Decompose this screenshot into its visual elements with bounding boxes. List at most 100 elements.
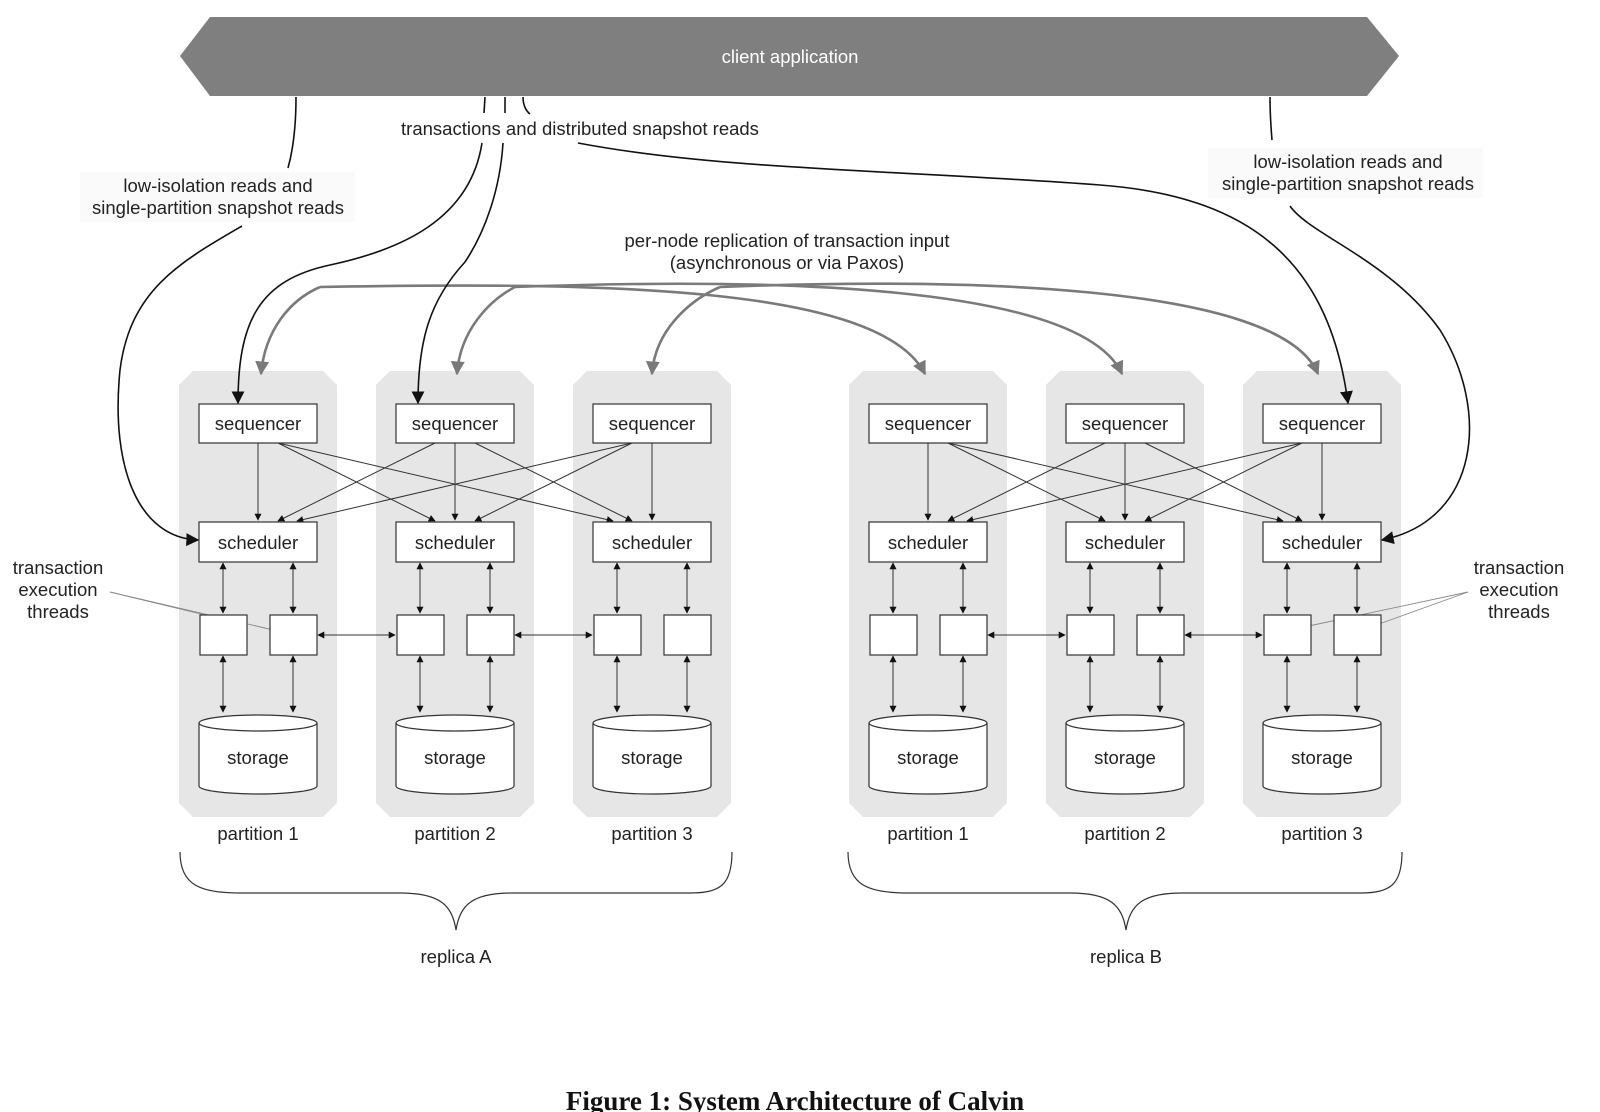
low-isolation-label-left-line1: low-isolation reads and [123, 175, 312, 196]
thread-box-left-b3 [1263, 614, 1312, 656]
thread-box-left-b2 [1066, 614, 1115, 656]
scheduler-label-b2: scheduler [1085, 532, 1165, 553]
replica-a-label: replica A [421, 946, 493, 967]
threads-label-left-line1: transaction [13, 557, 104, 578]
scheduler-label-b1: scheduler [888, 532, 968, 553]
client-stub-right [1269, 96, 1273, 141]
sequencer-label-a2: sequencer [412, 413, 498, 434]
scheduler-label-b3: scheduler [1282, 532, 1362, 553]
partition-label-b2: partition 2 [1084, 823, 1165, 844]
thread-box-left-b1 [869, 614, 918, 656]
partition-label-a2: partition 2 [414, 823, 495, 844]
storage-cylinder-top-a1 [198, 714, 318, 732]
thread-box-right-b1 [939, 614, 988, 656]
thread-box-left-a3 [593, 614, 642, 656]
storage-label-b3: storage [1291, 747, 1353, 768]
threads-pointer-left-b [109, 591, 283, 633]
partition-panel-b2 [1046, 371, 1204, 817]
client-stub-left [287, 96, 297, 169]
seq-cross-arrow-0-2-0 [296, 442, 633, 523]
replication-arrow-a2-b2 [514, 282, 1124, 376]
sequencer-label-b1: sequencer [885, 413, 971, 434]
thread-box-left-a1 [199, 614, 248, 656]
client-application-label: client application [722, 46, 859, 67]
partition-labels: partition 1 partition 2 partition 3 partiti… [217, 823, 1362, 844]
storage-cylinder-top-b2 [1065, 714, 1185, 732]
figure-caption: Figure 1: System Architecture of Calvin [566, 1086, 1024, 1112]
storage-cylinder-b3 [1262, 723, 1382, 795]
scheduler-box-a2 [395, 521, 515, 563]
sequencer-box-a3 [592, 403, 712, 444]
txn-arrow-to-sequencer-a1 [231, 142, 483, 405]
txn-arrow-to-sequencer-a2 [411, 142, 504, 405]
seq-cross-arrow-0-0-2 [277, 442, 614, 523]
storage-cylinder-top-b1 [868, 714, 988, 732]
replica-b-brace [847, 851, 1403, 931]
transactions-label: transactions and distributed snapshot re… [401, 118, 759, 139]
sequencer-box-b3 [1262, 403, 1382, 444]
scheduler-box-b3 [1262, 521, 1382, 563]
seq-cross-arrow-0-1-0 [277, 442, 436, 522]
seq-cross-arrow-1-2-1 [1144, 442, 1303, 522]
low-isolation-label-right-line2: single-partition snapshot reads [1222, 173, 1474, 194]
sequencer-label-b3: sequencer [1279, 413, 1365, 434]
storage-label-b1: storage [897, 747, 959, 768]
storage-cylinder-a1 [198, 723, 318, 795]
sequencer-box-a1 [198, 403, 318, 444]
sequencer-label-b2: sequencer [1082, 413, 1168, 434]
scheduler-label-a1: scheduler [218, 532, 298, 553]
threads-label-left-line2: execution [18, 579, 97, 600]
seq-cross-arrow-1-1-0 [947, 442, 1106, 522]
low-isolation-label-right-line1: low-isolation reads and [1253, 151, 1442, 172]
sequencer-box-a2 [395, 403, 515, 444]
replication-arrow-to-a2 [450, 285, 516, 376]
partition-panel-a2 [376, 371, 534, 817]
low-isolation-label-bg-right [1208, 148, 1483, 198]
low-iso-arrow-to-scheduler-a1 [117, 225, 243, 547]
replica-a-brace [179, 851, 733, 931]
sequencer-box-b2 [1065, 403, 1185, 444]
storage-label-a3: storage [621, 747, 683, 768]
sequencer-box-b1 [868, 403, 988, 444]
low-isolation-label-left-line2: single-partition snapshot reads [92, 197, 344, 218]
client-application-bar [180, 17, 1399, 96]
seq-cross-arrow-1-0-2 [947, 442, 1284, 523]
replication-arrow-a3-b3 [719, 282, 1320, 376]
client-stub-1 [483, 96, 486, 114]
storage-cylinder-top-b3 [1262, 714, 1382, 732]
threads-pointer-right-a [1289, 591, 1469, 631]
scheduler-label-a2: scheduler [415, 532, 495, 553]
storage-cylinder-top-a3 [592, 714, 712, 732]
scheduler-label-a3: scheduler [612, 532, 692, 553]
storage-label-a2: storage [424, 747, 486, 768]
low-isolation-label-bg-left [80, 172, 355, 222]
partition-nodes: sequencer scheduler storage sequencer schedu… [198, 403, 1382, 795]
sequencer-label-a1: sequencer [215, 413, 301, 434]
partition-panel-a3 [573, 371, 731, 817]
partition-panel-a1 [179, 371, 337, 817]
thread-box-right-b2 [1136, 614, 1185, 656]
storage-cylinder-a2 [395, 723, 515, 795]
partition-panel-b3 [1243, 371, 1401, 817]
threads-pointer-right-b [1367, 591, 1469, 629]
storage-label-a1: storage [227, 747, 289, 768]
replication-label-line2: (asynchronous or via Paxos) [670, 252, 904, 273]
scheduler-box-b1 [868, 521, 988, 563]
partition-label-a3: partition 3 [611, 823, 692, 844]
thread-box-right-a1 [269, 614, 318, 656]
seq-cross-arrow-0-2-1 [474, 442, 633, 522]
partition-label-b3: partition 3 [1281, 823, 1362, 844]
partition-label-b1: partition 1 [887, 823, 968, 844]
scheduler-box-a3 [592, 521, 712, 563]
client-stub-3 [522, 96, 531, 115]
thread-box-right-b3 [1333, 614, 1382, 656]
storage-cylinder-b1 [868, 723, 988, 795]
storage-cylinder-a3 [592, 723, 712, 795]
low-iso-arrow-to-scheduler-b3 [1289, 205, 1471, 545]
replica-b-label: replica B [1090, 946, 1162, 967]
threads-label-right-line2: execution [1479, 579, 1558, 600]
partition-panels [179, 371, 1401, 817]
thread-box-left-a2 [396, 614, 445, 656]
replication-label-line1: per-node replication of transaction inpu… [625, 230, 950, 251]
